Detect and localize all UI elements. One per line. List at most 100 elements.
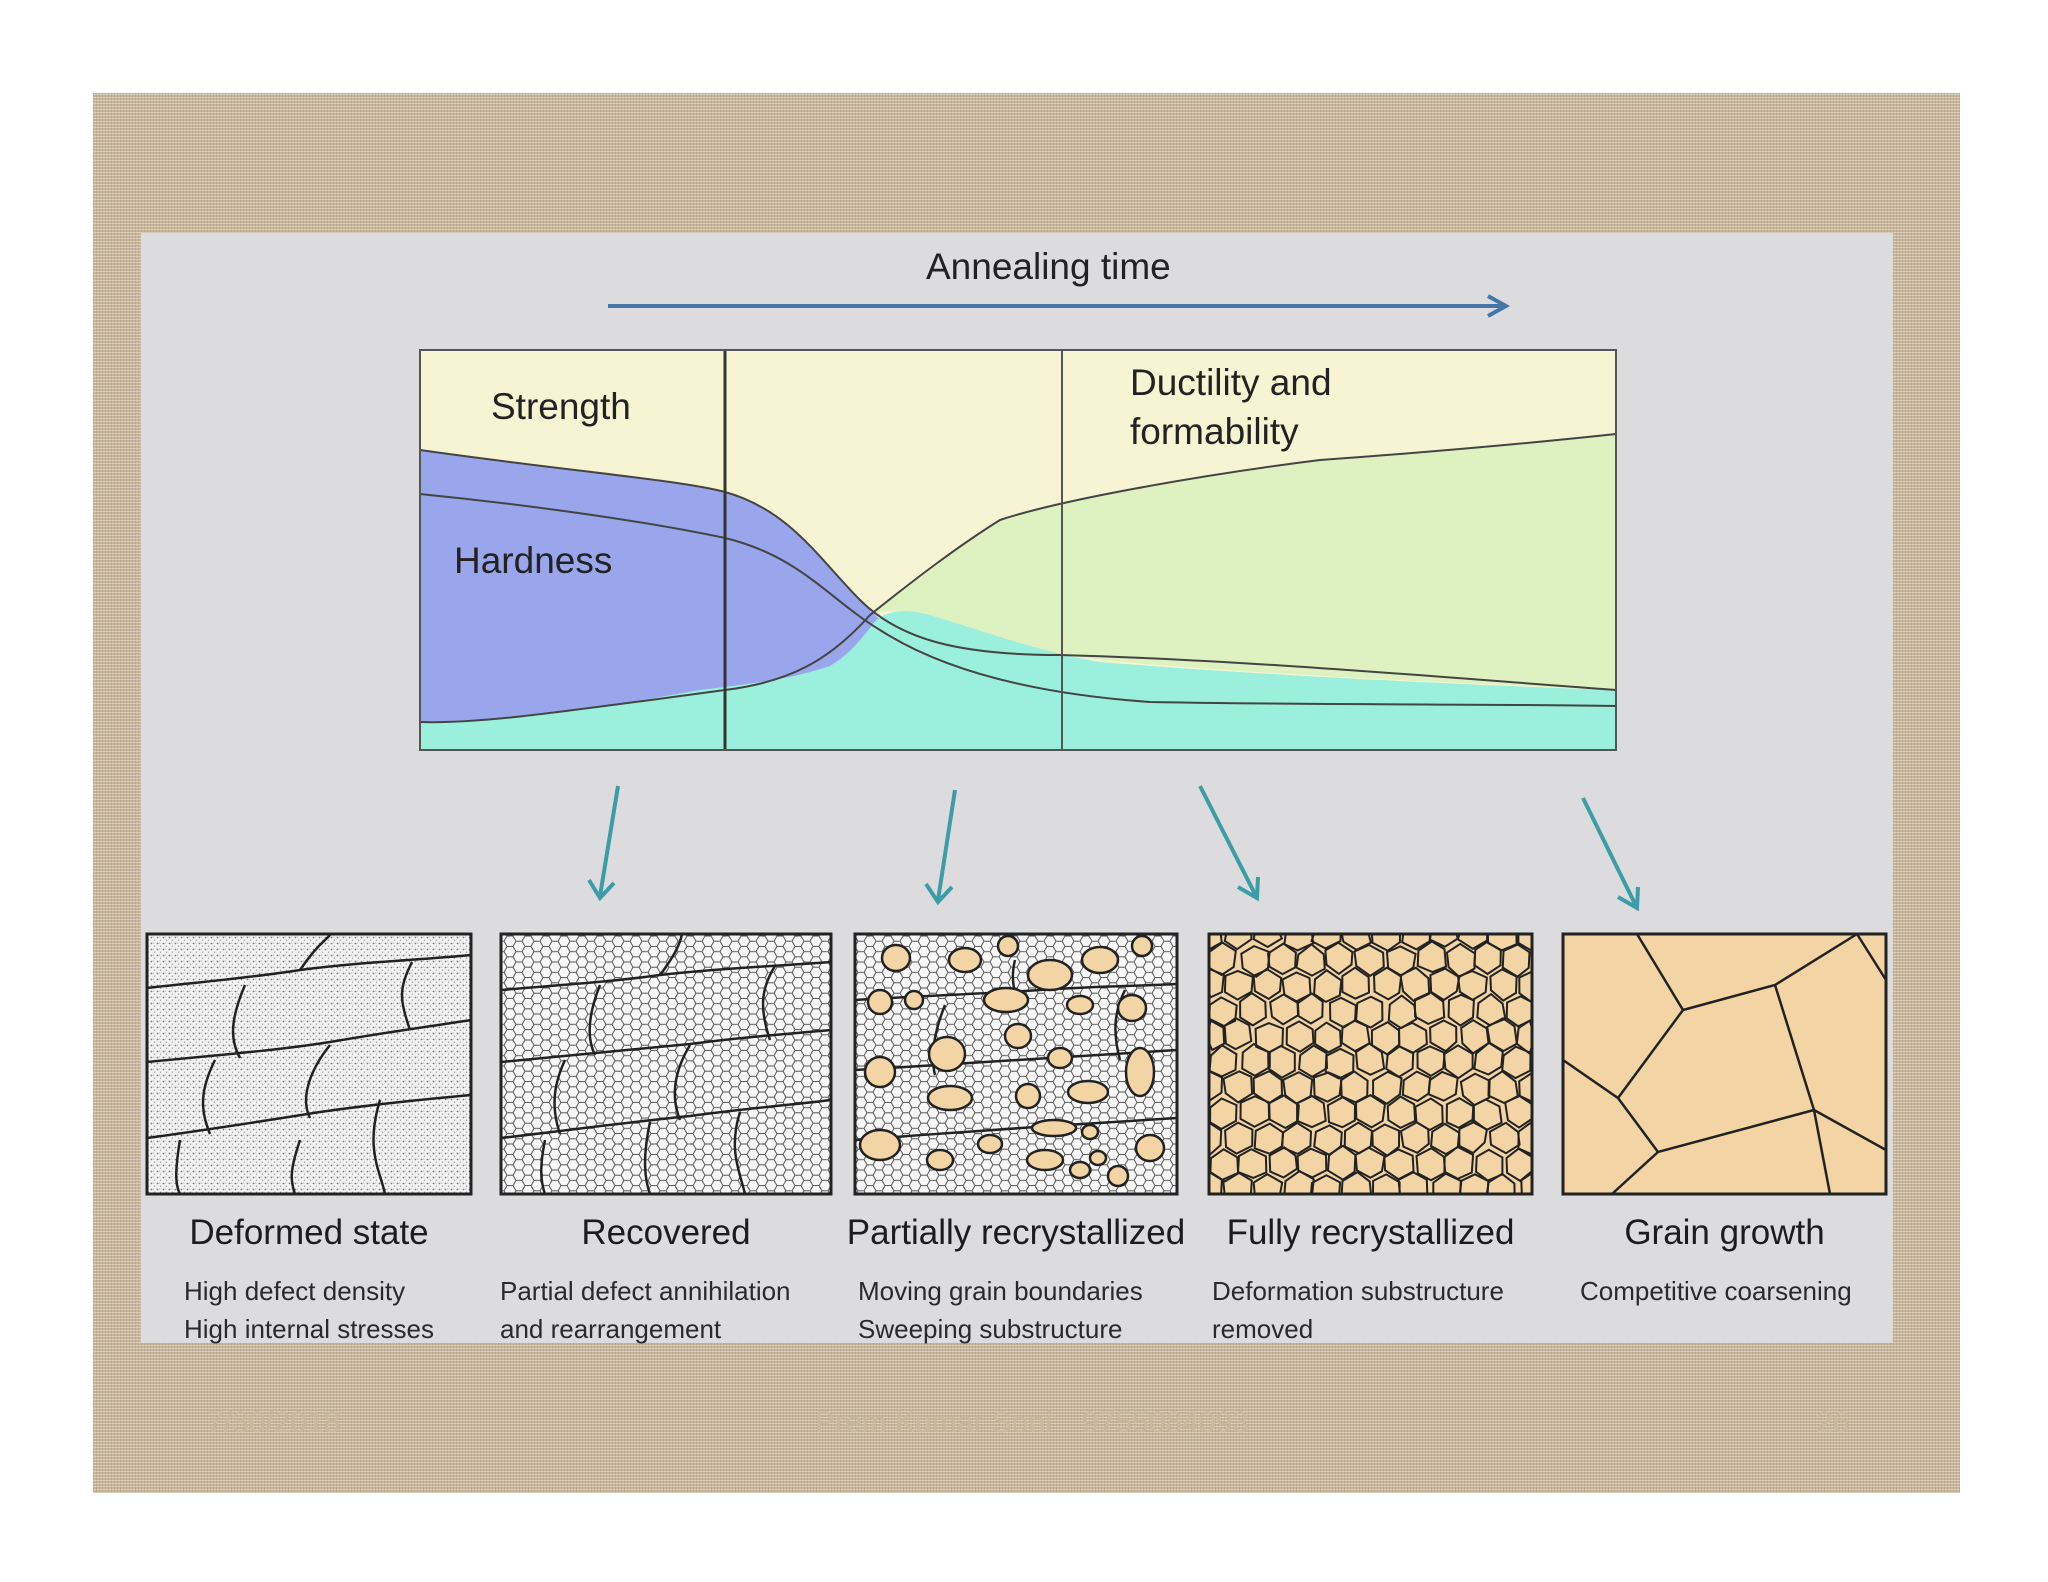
grain-cell: [1501, 943, 1531, 978]
stage-desc-line: High defect density: [184, 1276, 406, 1306]
grain-cell: [1266, 942, 1297, 976]
arrow-to-partial: [936, 789, 957, 901]
stage-title-fully: Fully recrystallized: [1226, 1213, 1515, 1252]
grain-cell: [1267, 1044, 1296, 1079]
grain-cell: [1387, 994, 1418, 1030]
grain-cell: [1353, 943, 1385, 978]
grain-cell: [1399, 1121, 1430, 1154]
grain-cell: [1371, 1123, 1401, 1157]
micro-partial: [853, 932, 1179, 1196]
grain-cell: [1354, 1094, 1386, 1129]
strength-curve: [419, 449, 1617, 691]
grain-cell: [1268, 1146, 1299, 1179]
grain-cell: [1222, 1016, 1253, 1051]
stage-title-deformed: Deformed state: [189, 1213, 429, 1252]
grain-cell: [1341, 966, 1371, 1000]
stage-desc-partial: Moving grain boundaries Sweeping substru…: [858, 1272, 1143, 1348]
grain-cell: [1445, 942, 1477, 979]
micro-deformed: [145, 932, 473, 1196]
grain-cell: [1312, 1071, 1343, 1103]
arrow-to-fully: [1198, 785, 1258, 897]
grain-cell: [1447, 993, 1475, 1027]
hardness-curve: [419, 493, 1617, 707]
grain-cell: [1254, 1022, 1285, 1054]
grain-cell: [1252, 1070, 1284, 1105]
grain-cell: [1324, 941, 1354, 976]
grain-cell: [1473, 1041, 1504, 1076]
grain-cell: [1442, 1044, 1474, 1080]
grain-cell: [1224, 1121, 1254, 1155]
ductility-band: [870, 434, 1616, 690]
stage-desc-line: Competitive coarsening: [1580, 1276, 1852, 1306]
grain-cell: [1429, 1019, 1458, 1053]
stage-desc-fully: Deformation substructure removed: [1212, 1272, 1504, 1348]
stage-desc-line: Partial defect annihilation: [500, 1276, 791, 1306]
grain-cell: [1372, 1070, 1403, 1105]
grain-cell: [1501, 1045, 1532, 1080]
grain-cell: [1386, 1095, 1417, 1130]
stage-desc-line: Moving grain boundaries: [858, 1276, 1143, 1306]
grain-cell: [1296, 992, 1324, 1025]
grain-cell: [1354, 1042, 1386, 1076]
grain-cell: [1239, 991, 1267, 1027]
arrow-to-recovered: [598, 785, 620, 897]
grain-cell: [1427, 1070, 1459, 1102]
grain-cell: [1354, 1146, 1386, 1179]
footer-page-number: 26: [1816, 1406, 1850, 1439]
property-graph: [419, 349, 1617, 751]
arrow-head: [1616, 886, 1640, 912]
stage-desc-recovered: Partial defect annihilation and rearrang…: [500, 1272, 791, 1348]
stage-title-partial: Partially recrystallized: [846, 1213, 1186, 1252]
grain-cell: [1456, 1118, 1488, 1155]
grain-cell: [1281, 1121, 1313, 1156]
micro-fully: [1207, 932, 1534, 1196]
arrow-head: [587, 878, 616, 902]
stage-desc-deformed: High defect density High internal stress…: [184, 1272, 434, 1348]
micro-recovered: [499, 932, 833, 1196]
stage-title-growth: Grain growth: [1624, 1213, 1825, 1252]
micro-growth: [1561, 932, 1888, 1196]
time-arrow-head: [1487, 294, 1511, 318]
grain-cell: [1488, 1121, 1521, 1155]
grain-cell: [1489, 968, 1518, 1002]
grain-cell: [1223, 969, 1254, 1001]
grain-cell: [1285, 1020, 1315, 1053]
strength-label: Strength: [491, 386, 631, 427]
grain-cell: [1326, 1144, 1357, 1181]
grain-cell: [1326, 1096, 1357, 1129]
grain-cell: [1372, 966, 1403, 1001]
stage-desc-line: High internal stresses: [184, 1314, 434, 1344]
grain-cell: [1473, 940, 1502, 976]
ductility-label-line1: Ductility and: [1130, 362, 1332, 403]
grain-cell: [1222, 1070, 1254, 1104]
grain-cell: [1459, 1072, 1491, 1107]
grain-cell: [1457, 970, 1488, 1002]
arrow-to-growth: [1581, 797, 1638, 907]
grain-cell: [1413, 991, 1446, 1026]
grain-cell: [1241, 1042, 1271, 1077]
grain-cell: [1416, 1045, 1446, 1077]
arrow-head: [1236, 876, 1260, 902]
grain-cell: [1443, 1145, 1475, 1180]
time-axis-label: Annealing time: [926, 246, 1171, 287]
stage-desc-line: and rearrangement: [500, 1314, 722, 1344]
stage-desc-line: removed: [1212, 1314, 1314, 1344]
hardness-label: Hardness: [454, 540, 613, 581]
strength-band: [420, 450, 950, 722]
stage-arrows: [587, 785, 1640, 912]
footer-date: 7/30/2018: [207, 1406, 341, 1439]
grain-cell: [1240, 944, 1271, 979]
stage-desc-growth: Competitive coarsening: [1580, 1272, 1852, 1310]
ductility-label-line2: formability: [1130, 411, 1299, 452]
grain-cell: [1471, 1098, 1503, 1131]
grain-cell: [1416, 940, 1448, 974]
footer-phone: 9755084093: [1082, 1406, 1249, 1439]
stage-desc-line: Deformation substructure: [1212, 1276, 1504, 1306]
grain-cell: [1295, 943, 1326, 977]
grain-cell: [1298, 1044, 1329, 1078]
stage-title-recovered: Recovered: [581, 1213, 751, 1252]
grain-cell: [1252, 968, 1283, 1001]
grain-cell: [1385, 1045, 1415, 1078]
footer-author: Prem Kumar Soni: [815, 1406, 1052, 1439]
